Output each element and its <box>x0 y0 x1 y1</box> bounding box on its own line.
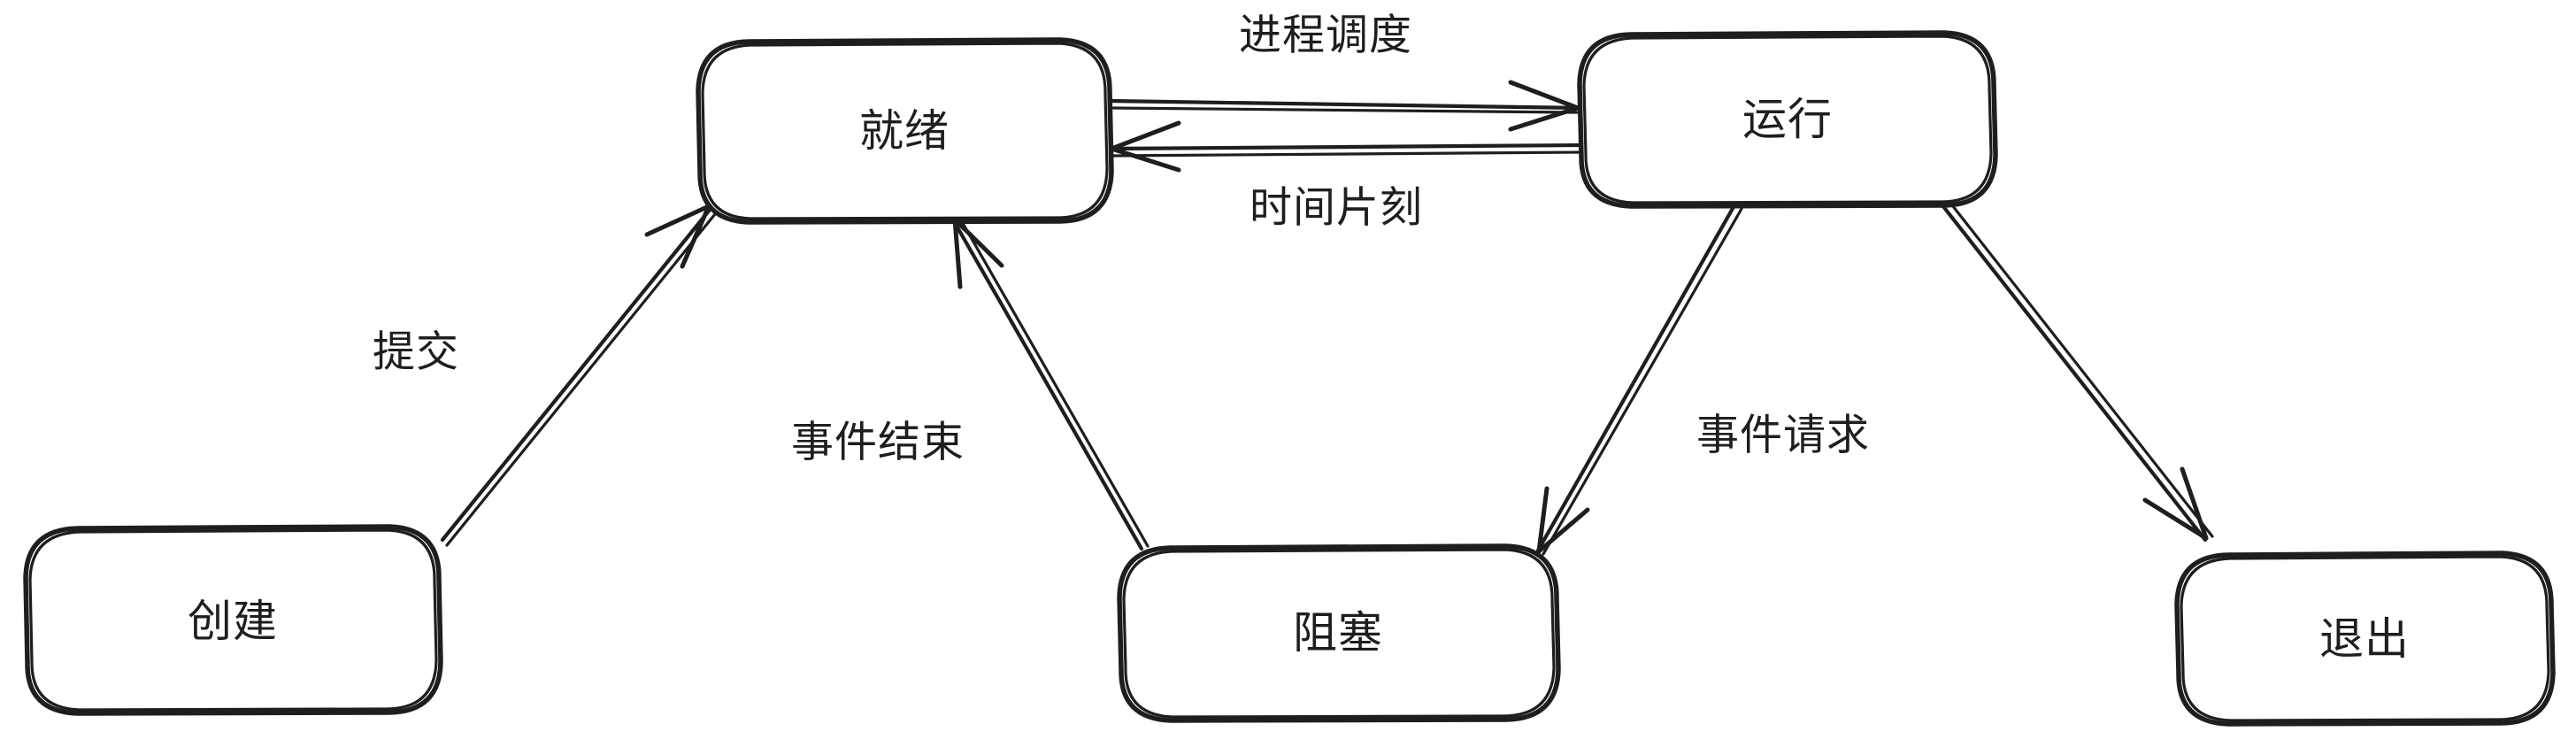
node-blocked-label: 阻塞 <box>1293 608 1383 658</box>
node-create-label: 创建 <box>188 597 278 646</box>
edge-timeslice[interactable] <box>1106 120 1585 173</box>
node-running[interactable]: 运行 <box>1577 30 1998 209</box>
edge-label-event-done: 事件结束 <box>791 420 965 466</box>
arrowhead-event-request <box>1536 486 1590 554</box>
arrowhead-event-done <box>952 217 1004 289</box>
node-blocked[interactable]: 阻塞 <box>1117 543 1561 723</box>
arrowhead-timeslice <box>1109 120 1181 173</box>
edge-submit[interactable] <box>440 203 720 547</box>
node-create[interactable]: 创建 <box>23 524 443 716</box>
arrowhead-terminate <box>2142 466 2209 541</box>
edge-event-done[interactable] <box>951 217 1150 551</box>
edge-terminate[interactable] <box>1940 200 2214 543</box>
edge-label-schedule: 进程调度 <box>1239 12 1412 59</box>
arrowhead-schedule <box>1508 80 1580 132</box>
edge-event-request[interactable] <box>1535 203 1743 556</box>
node-running-label: 运行 <box>1742 95 1833 144</box>
edge-label-timeslice: 时间片刻 <box>1250 185 1423 232</box>
node-ready[interactable]: 就绪 <box>696 37 1114 225</box>
node-ready-label: 就绪 <box>859 106 950 156</box>
node-exit-label: 退出 <box>2319 614 2410 664</box>
arrowhead-submit <box>644 204 711 269</box>
edge-schedule[interactable] <box>1106 80 1583 132</box>
edge-label-submit: 提交 <box>373 329 459 376</box>
node-exit[interactable]: 退出 <box>2174 551 2556 727</box>
edge-label-event-request: 事件请求 <box>1696 412 1870 459</box>
